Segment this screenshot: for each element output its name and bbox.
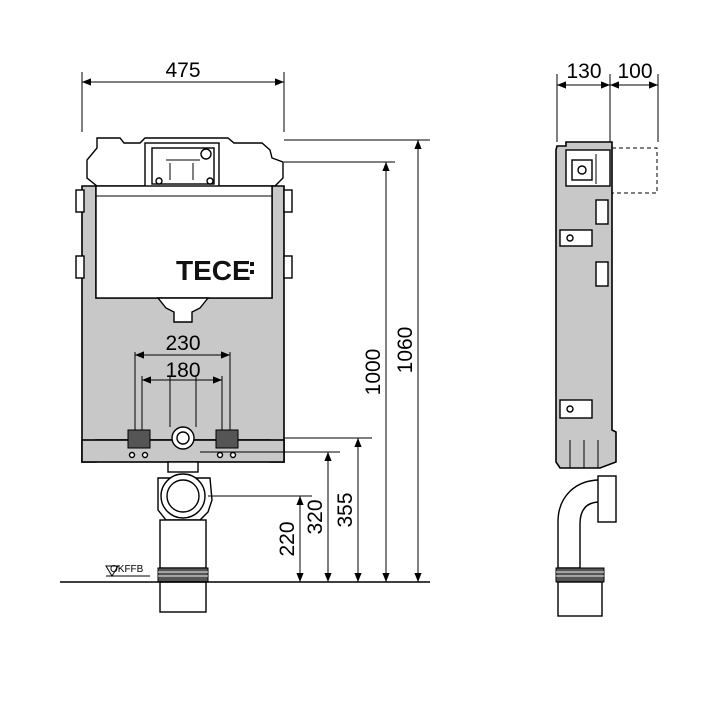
side-bracket-upper	[595, 199, 609, 225]
side-bracket-lower	[595, 261, 609, 287]
svg-text:475: 475	[165, 59, 200, 82]
side-drain-connector	[597, 475, 617, 523]
dim-height-frame: 1000	[362, 162, 390, 582]
dim-height-drain: 220	[276, 496, 304, 582]
svg-text:220: 220	[276, 521, 299, 556]
dim-height-supply: 320	[304, 452, 332, 582]
dim-depth-frame: 130	[566, 60, 601, 83]
dim-height-total: 1060	[394, 140, 422, 582]
floor-level-marker	[105, 565, 119, 577]
side-extension-outline	[611, 147, 658, 194]
dim-spacing-outer: 230	[135, 332, 230, 359]
svg-text:1060: 1060	[394, 327, 417, 374]
side-drain-seal	[555, 567, 605, 583]
wall-brackets	[75, 189, 293, 279]
floor-label: OKFFB	[110, 564, 144, 575]
brand-logo: TECE	[176, 255, 251, 286]
flush-pipe-neck	[156, 297, 210, 323]
dim-depth: 130 100	[556, 60, 659, 142]
svg-text:180: 180	[165, 359, 200, 382]
svg-text:320: 320	[304, 499, 327, 534]
drain-seal	[157, 567, 209, 583]
side-frame-body	[555, 141, 617, 469]
supply-bracket-right	[215, 429, 239, 449]
svg-text:230: 230	[165, 332, 200, 355]
drain-pipe	[159, 519, 207, 569]
side-slot-top	[559, 229, 593, 247]
dim-depth-extra: 100	[617, 60, 652, 83]
supply-bracket-left	[127, 429, 151, 449]
side-drain-bend	[557, 479, 601, 569]
cistern-body	[95, 185, 273, 299]
svg-text:1000: 1000	[362, 349, 385, 396]
dim-spacing-inner: 180	[142, 359, 222, 384]
front-view: TECE	[75, 137, 293, 613]
svg-text:355: 355	[334, 492, 357, 527]
side-drain-pipe-end	[557, 581, 603, 617]
side-view	[555, 141, 658, 617]
side-slot-bottom	[559, 399, 593, 419]
drain-coupling-neck	[167, 461, 199, 473]
dim-frame-width: 475	[81, 59, 285, 132]
dim-height-bracket: 355	[334, 438, 362, 582]
drain-pipe-end	[159, 581, 207, 613]
